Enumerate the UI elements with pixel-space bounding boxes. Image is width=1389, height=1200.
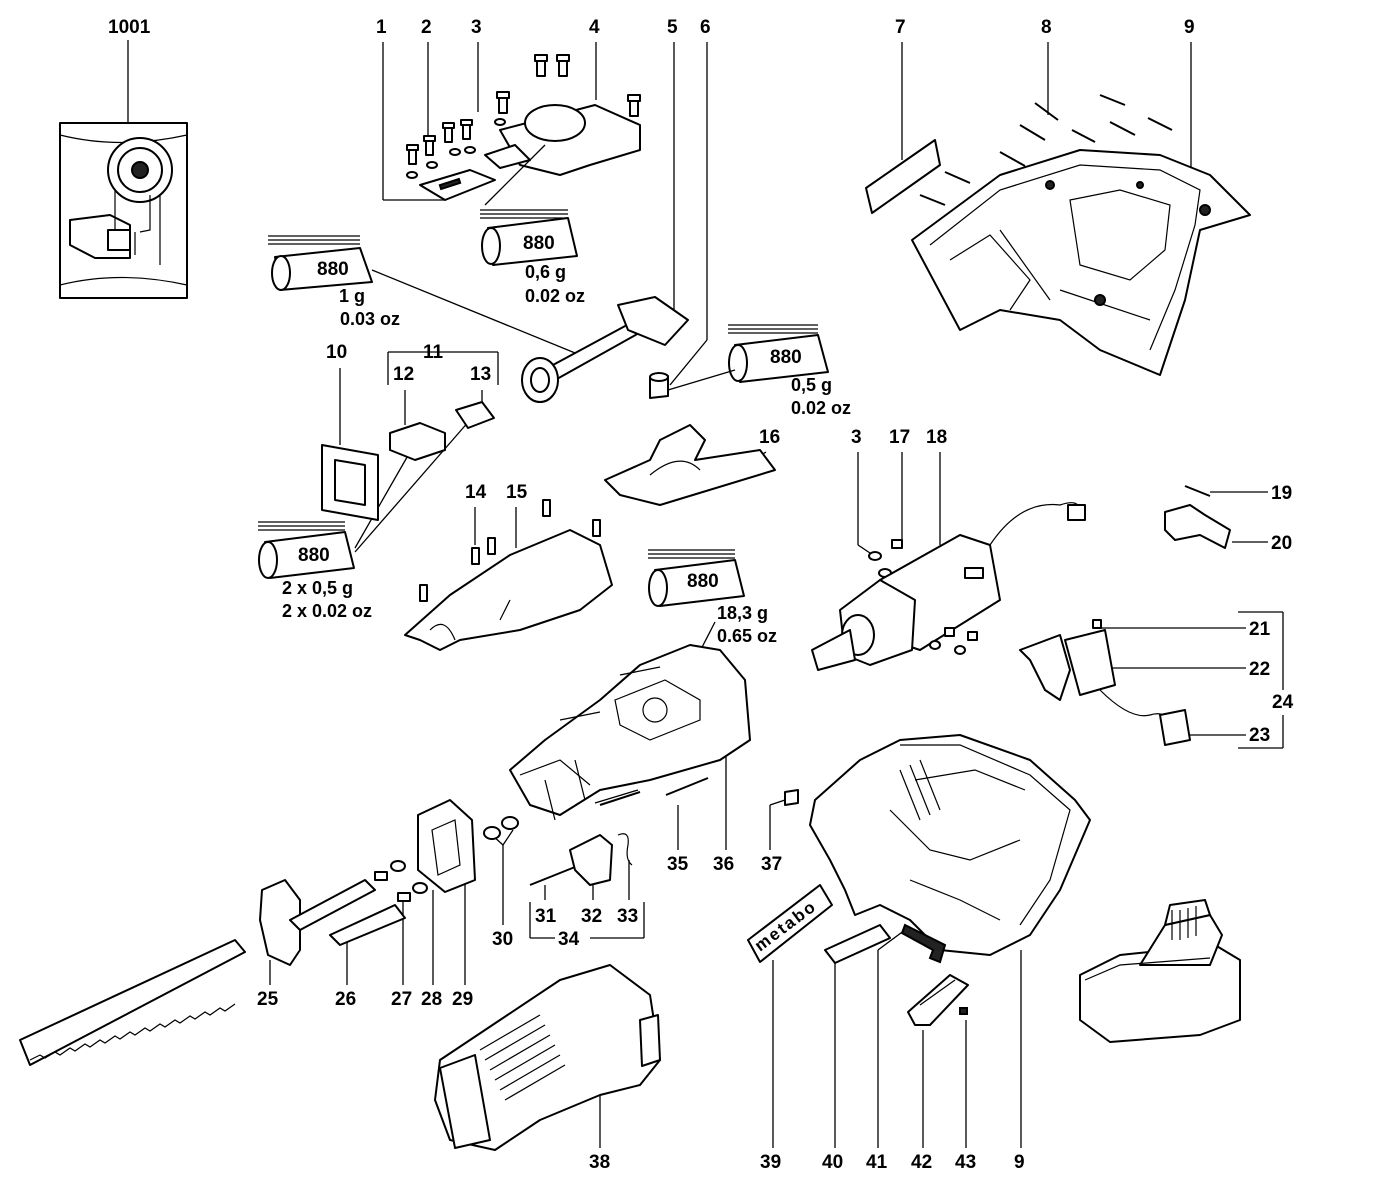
housing-half-lower: 37 9 bbox=[761, 734, 1091, 1173]
callout-33: 33 bbox=[617, 906, 638, 927]
wiring-detail-1001: 1001 bbox=[59, 17, 188, 299]
callout-15: 15 bbox=[506, 482, 528, 503]
callout-29: 29 bbox=[452, 989, 473, 1010]
tube-label: 880 bbox=[770, 347, 802, 368]
callout-3b: 3 bbox=[851, 427, 862, 448]
tube-amount: 0,6 g bbox=[525, 262, 566, 282]
callout-7: 7 bbox=[895, 17, 906, 38]
screw-set bbox=[406, 54, 641, 179]
callout-27: 27 bbox=[391, 989, 412, 1010]
grease-tube-1g: 880 1 g 0.03 oz bbox=[268, 235, 581, 356]
callout-25: 25 bbox=[257, 989, 279, 1010]
motor-group: 3 17 18 bbox=[811, 427, 1086, 671]
callout-13: 13 bbox=[470, 364, 491, 385]
callout-42: 42 bbox=[911, 1152, 932, 1173]
callout-35: 35 bbox=[667, 854, 689, 875]
callout-1: 1 bbox=[376, 17, 387, 38]
tube-amount-oz: 0.03 oz bbox=[340, 309, 400, 329]
callout-38: 38 bbox=[589, 1152, 610, 1173]
tube-amount-oz: 0.65 oz bbox=[717, 626, 777, 646]
callout-22: 22 bbox=[1249, 659, 1270, 680]
plunger-group: 5 6 bbox=[521, 17, 711, 403]
callout-30: 30 bbox=[492, 929, 513, 950]
callout-39: 39 bbox=[760, 1152, 781, 1173]
blade-clamp-group: 25 26 27 28 29 bbox=[19, 799, 476, 1066]
callout-26: 26 bbox=[335, 989, 356, 1010]
callout-3: 3 bbox=[471, 17, 482, 38]
housing-screws bbox=[919, 94, 1173, 206]
front-boot-38: 38 bbox=[434, 964, 661, 1173]
callout-9: 9 bbox=[1184, 17, 1195, 38]
callout-23: 23 bbox=[1249, 725, 1270, 746]
callout-17: 17 bbox=[889, 427, 910, 448]
callout-14: 14 bbox=[465, 482, 487, 503]
callout-19: 19 bbox=[1271, 483, 1292, 504]
tube-amount: 18,3 g bbox=[717, 603, 768, 623]
callout-28: 28 bbox=[421, 989, 442, 1010]
tube-amount: 1 g bbox=[339, 286, 365, 306]
callout-31: 31 bbox=[535, 906, 557, 927]
callout-5: 5 bbox=[667, 17, 678, 38]
tube-label: 880 bbox=[687, 571, 719, 592]
callout-32: 32 bbox=[581, 906, 602, 927]
tube-label: 880 bbox=[523, 233, 555, 254]
tube-amount-oz: 0.02 oz bbox=[525, 286, 585, 306]
callout-21: 21 bbox=[1249, 619, 1271, 640]
callout-8: 8 bbox=[1041, 17, 1052, 38]
guide-cover-group: 14 15 bbox=[404, 482, 613, 651]
grease-tube-0-6g: 880 0,6 g 0.02 oz bbox=[480, 209, 585, 306]
callout-43: 43 bbox=[955, 1152, 976, 1173]
tube-amount-oz: 2 x 0.02 oz bbox=[282, 601, 372, 621]
housing-half-group: 7 8 9 bbox=[865, 17, 1251, 376]
switch-group: 19 20 21 22 23 24 bbox=[1019, 483, 1294, 749]
lever-group: 30 31 32 33 34 35 bbox=[483, 777, 709, 950]
callout-9b: 9 bbox=[1014, 1152, 1025, 1173]
brush-cover-group: 10 11 12 13 bbox=[321, 342, 499, 521]
callout-24: 24 bbox=[1272, 692, 1294, 713]
callout-37: 37 bbox=[761, 854, 782, 875]
callout-10: 10 bbox=[326, 342, 347, 363]
callout-12: 12 bbox=[393, 364, 414, 385]
tube-label: 880 bbox=[317, 259, 349, 280]
callout-41: 41 bbox=[866, 1152, 888, 1173]
brand-label: metabo bbox=[751, 896, 820, 955]
callout-4: 4 bbox=[589, 17, 600, 38]
callout-36: 36 bbox=[713, 854, 734, 875]
callout-2: 2 bbox=[421, 17, 432, 38]
callout-40: 40 bbox=[822, 1152, 843, 1173]
callout-20: 20 bbox=[1271, 533, 1292, 554]
callout-16: 16 bbox=[759, 427, 780, 448]
gear-cover-group: 1 2 3 4 bbox=[376, 17, 641, 206]
battery-pack bbox=[1079, 899, 1241, 1043]
tube-amount: 0,5 g bbox=[791, 375, 832, 395]
grease-tube-0-5g: 880 0,5 g 0.02 oz bbox=[667, 324, 851, 418]
callout-34: 34 bbox=[558, 929, 580, 950]
tube-amount-oz: 0.02 oz bbox=[791, 398, 851, 418]
grease-tube-2x0-5g: 880 2 x 0,5 g 2 x 0.02 oz bbox=[258, 419, 471, 621]
tube-label: 880 bbox=[298, 545, 330, 566]
cradle-plate-16: 16 bbox=[604, 424, 780, 506]
gear-housing-36: 36 bbox=[509, 644, 751, 875]
callout-18: 18 bbox=[926, 427, 947, 448]
callout-6: 6 bbox=[700, 17, 711, 38]
callout-1001: 1001 bbox=[108, 17, 151, 38]
tube-amount: 2 x 0,5 g bbox=[282, 578, 353, 598]
grease-tube-18-3g: 880 18,3 g 0.65 oz bbox=[648, 549, 777, 691]
